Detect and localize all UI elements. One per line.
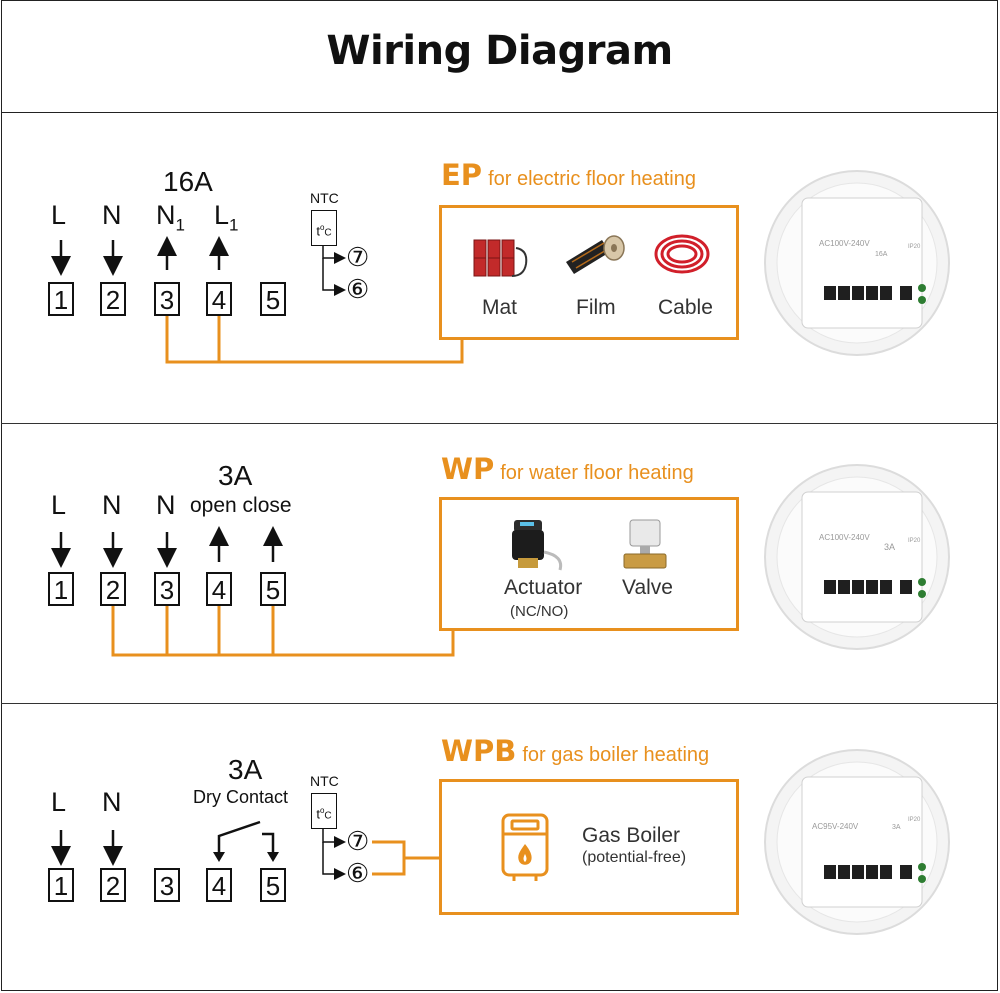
product-valve-label: Valve <box>622 576 673 599</box>
wp-device-ip: IP20 <box>908 538 921 544</box>
ep-rating: 16A <box>163 166 213 197</box>
product-cable-label: Cable <box>658 296 713 319</box>
ep-label-n1: N1 <box>156 200 185 235</box>
gas-boiler-note: (potential-free) <box>582 849 687 866</box>
wpb-circle-6: ⑥ <box>346 858 370 888</box>
section-divider <box>1 423 998 424</box>
wpb-terminal-3: 3 <box>154 868 180 902</box>
wp-label-n: N <box>102 490 122 520</box>
wpb-ntc-sensor: toC <box>311 793 337 829</box>
wpb-terminal-5: 5 <box>260 868 286 902</box>
wp-terminal-3: 3 <box>154 572 180 606</box>
product-actuator-label: Actuator <box>504 576 583 599</box>
ep-terminal-2: 2 <box>100 282 126 316</box>
ep-terminal-4: 4 <box>206 282 232 316</box>
ep-terminal-1: 1 <box>48 282 74 316</box>
product-gas-boiler-label: Gas Boiler <box>582 824 681 847</box>
cable-image <box>654 234 710 274</box>
valve-image <box>623 519 667 569</box>
ep-device-spec: AC100V-240V <box>819 239 870 248</box>
ep-thermostat-device: AC100V-240V 16A IP20 <box>764 170 950 356</box>
wpb-device-ip: IP20 <box>908 817 921 823</box>
ep-terminal-3: 3 <box>154 282 180 316</box>
mat-image <box>473 239 528 277</box>
ep-ntc-sensor: toC <box>311 210 337 246</box>
wpb-products-box: Gas Boiler (potential-free) <box>439 779 739 915</box>
wp-label-n2: N <box>156 490 176 520</box>
wpb-device-spec: AC95V-240V <box>812 822 859 831</box>
wpb-ntc-label: NTC <box>310 773 339 789</box>
wpb-terminal-2: 2 <box>100 868 126 902</box>
ep-ntc-label: NTC <box>310 190 339 206</box>
wpb-label-n: N <box>102 787 122 817</box>
wp-open-close: open close <box>190 494 292 517</box>
wp-terminal-1: 1 <box>48 572 74 606</box>
wp-device-spec: AC100V-240V <box>819 533 870 542</box>
title-bar: Wiring Diagram <box>1 0 998 113</box>
wp-label-l: L <box>51 490 67 520</box>
gas-boiler-icon <box>501 813 549 881</box>
wpb-dry-contact: Dry Contact <box>193 787 289 807</box>
wpb-terminal-4: 4 <box>206 868 232 902</box>
ep-terminal-5: 5 <box>260 282 286 316</box>
ep-label-l: L <box>51 200 67 230</box>
ep-products-box: Mat Film Cable <box>439 205 739 340</box>
product-film-label: Film <box>576 296 616 319</box>
wpb-label-l: L <box>51 787 67 817</box>
wp-terminal-2: 2 <box>100 572 126 606</box>
ep-device-amp: 16A <box>875 251 888 258</box>
ep-circle-7: ⑦ <box>346 242 370 272</box>
wp-terminal-5: 5 <box>260 572 286 606</box>
page-title: Wiring Diagram <box>326 28 673 74</box>
ep-circle-6: ⑥ <box>346 274 370 304</box>
actuator-note: (NC/NO) <box>510 603 569 620</box>
ep-device-ip: IP20 <box>908 244 921 250</box>
wp-thermostat-device: AC100V-240V 3A IP20 <box>764 464 950 650</box>
film-image <box>566 235 625 274</box>
wpb-terminal-1: 1 <box>48 868 74 902</box>
wp-terminal-4: 4 <box>206 572 232 606</box>
wp-device-amp: 3A <box>884 542 895 552</box>
actuator-image <box>512 520 563 571</box>
ep-label-l1: L1 <box>214 200 239 235</box>
ep-label-n: N <box>102 200 122 230</box>
wp-products-box: Actuator Valve (NC/NO) <box>439 497 739 631</box>
wpb-rating: 3A <box>228 754 263 785</box>
wpb-device-amp: 3A <box>892 824 901 831</box>
wpb-thermostat-device: AC95V-240V 3A IP20 <box>764 749 950 935</box>
wp-rating: 3A <box>218 460 253 491</box>
wpb-circle-7: ⑦ <box>346 826 370 856</box>
product-mat-label: Mat <box>482 296 518 319</box>
ep-arrows <box>51 236 229 276</box>
section-divider <box>1 703 998 704</box>
